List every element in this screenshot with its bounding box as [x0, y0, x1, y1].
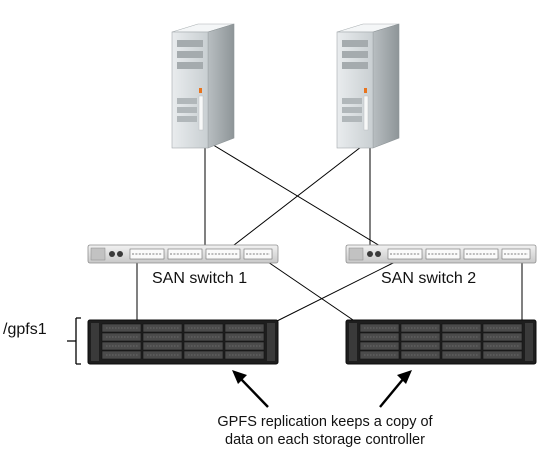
switch1-to-storage2-line [267, 261, 357, 323]
server-icon [336, 23, 400, 149]
caption-line-2: data on each storage controller [225, 432, 425, 448]
san-switch-icon [87, 244, 279, 264]
connection-lines [136, 139, 523, 323]
san-switch-1-label: SAN switch 1 [152, 270, 248, 287]
san-switch-2-label: SAN switch 2 [381, 270, 477, 287]
replication-caption: GPFS replication keeps a copy of data on… [180, 413, 470, 449]
arrow-icon [379, 370, 412, 408]
filesystem-label: /gpfs1 [3, 321, 47, 338]
switch2-to-storage1-line [274, 261, 396, 323]
server2-to-switch1-line [224, 139, 371, 253]
san-switch-icon [345, 244, 537, 264]
server-icon [171, 23, 235, 149]
arrow-icon [232, 370, 269, 408]
storage-controller-icon [87, 319, 279, 365]
filesystem-bracket [67, 317, 81, 365]
caption-line-1: GPFS replication keeps a copy of [217, 414, 433, 430]
storage-controller-icon [345, 319, 537, 365]
